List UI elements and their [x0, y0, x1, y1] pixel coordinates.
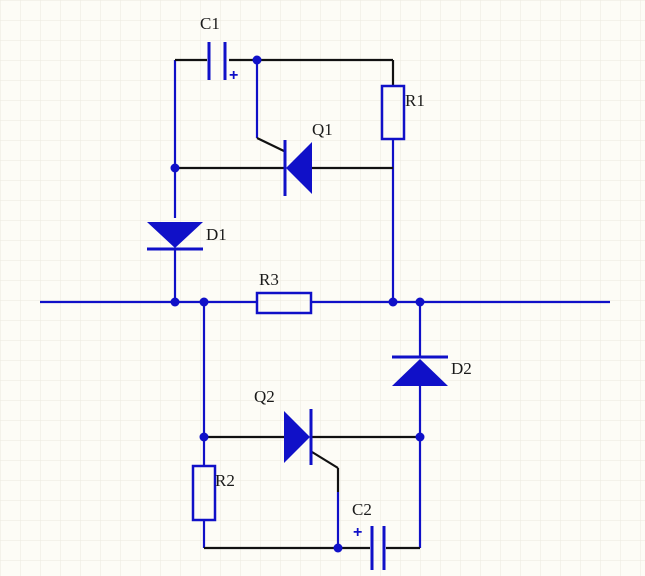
- thyristor-q2: [284, 409, 313, 465]
- capacitor-c2: [370, 526, 386, 570]
- diode-d1: [147, 222, 203, 251]
- label-c1: C1: [200, 14, 220, 33]
- label-d1: D1: [206, 225, 227, 244]
- c1-polarity-mark: +: [229, 67, 238, 84]
- junction-dot: [199, 297, 209, 307]
- junction-dot: [170, 163, 180, 173]
- label-q2: Q2: [254, 387, 275, 406]
- thyristor-q1: [283, 140, 312, 196]
- junction-dot: [415, 432, 425, 442]
- junction-dot: [199, 432, 209, 442]
- c2-polarity-mark: +: [353, 524, 362, 541]
- junction-dot: [252, 55, 262, 65]
- junction-dot: [388, 297, 398, 307]
- junction-dot: [170, 297, 180, 307]
- resistor-r2: [191, 464, 217, 522]
- label-d2: D2: [451, 359, 472, 378]
- label-q1: Q1: [312, 120, 333, 139]
- label-r3: R3: [259, 270, 279, 289]
- label-c2: C2: [352, 500, 372, 519]
- junction-dots: [170, 55, 425, 553]
- label-r1: R1: [405, 91, 425, 110]
- capacitor-c1: [207, 42, 227, 80]
- diode-d2: [392, 355, 448, 386]
- label-r2: R2: [215, 471, 235, 490]
- resistor-r1: [380, 84, 406, 141]
- junction-dot: [333, 543, 343, 553]
- upper-wires: [173, 58, 395, 302]
- resistor-r3: [255, 291, 313, 315]
- junction-dot: [415, 297, 425, 307]
